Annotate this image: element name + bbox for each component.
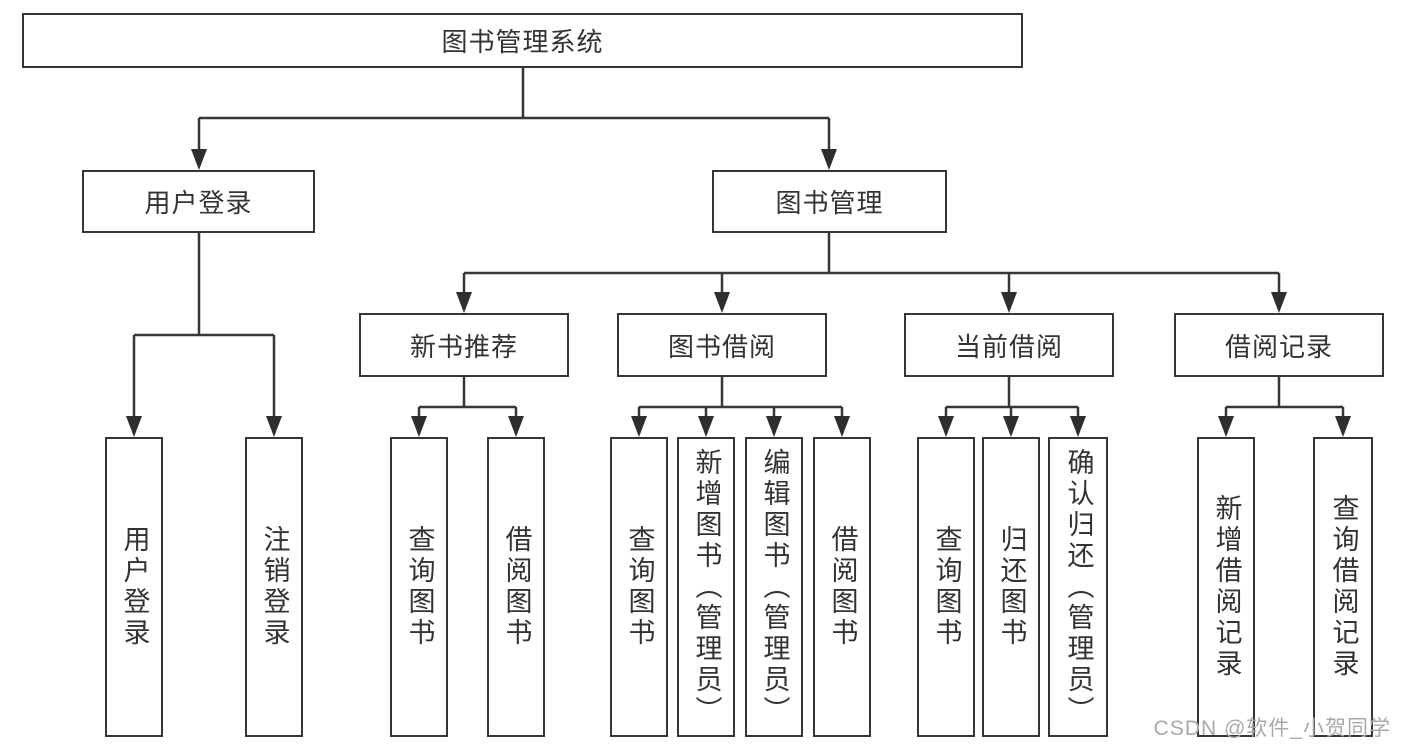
connector-userlogin-to-leaves [132, 233, 276, 420]
connector-borrowrecord-to-leaves [1224, 377, 1345, 420]
node-book-borrow: 图书借阅 [617, 313, 827, 377]
node-borrow-record: 借阅记录 [1174, 313, 1384, 377]
node-leaf-query-borrow-record: 查询借阅记录 [1313, 437, 1373, 737]
connector-currentborrow-to-leaves [944, 377, 1080, 420]
connector-bookmgmt-to-level3 [462, 233, 1281, 296]
node-leaf-return-book: 归还图书 [982, 437, 1040, 737]
node-root: 图书管理系统 [22, 13, 1023, 68]
node-leaf-add-book: 新增图书（管理员） [677, 437, 735, 737]
node-book-mgmt: 图书管理 [712, 170, 947, 233]
node-leaf-borrow-book-2: 借阅图书 [813, 437, 871, 737]
node-leaf-query-book-1: 查询图书 [390, 437, 448, 737]
node-current-borrow: 当前借阅 [904, 313, 1114, 377]
watermark: CSDN @软件_小贺同学 [1153, 717, 1391, 740]
node-leaf-add-borrow-record: 新增借阅记录 [1197, 437, 1255, 737]
node-leaf-borrow-book-1: 借阅图书 [487, 437, 545, 737]
node-leaf-edit-book: 编辑图书（管理员） [745, 437, 803, 737]
node-new-book-rec: 新书推荐 [359, 313, 569, 377]
node-leaf-confirm-return: 确认归还（管理员） [1048, 437, 1108, 737]
node-user-login: 用户登录 [82, 170, 315, 233]
node-leaf-query-book-2: 查询图书 [610, 437, 668, 737]
node-leaf-logout: 注销登录 [245, 437, 303, 737]
node-leaf-query-book-3: 查询图书 [917, 437, 975, 737]
arrowheads [126, 149, 1351, 437]
connector-newbookrec-to-leaves [417, 377, 518, 420]
connector-bookborrow-to-leaves [637, 377, 844, 420]
connector-root-to-level2 [197, 68, 831, 152]
node-leaf-user-login: 用户登录 [105, 437, 163, 737]
